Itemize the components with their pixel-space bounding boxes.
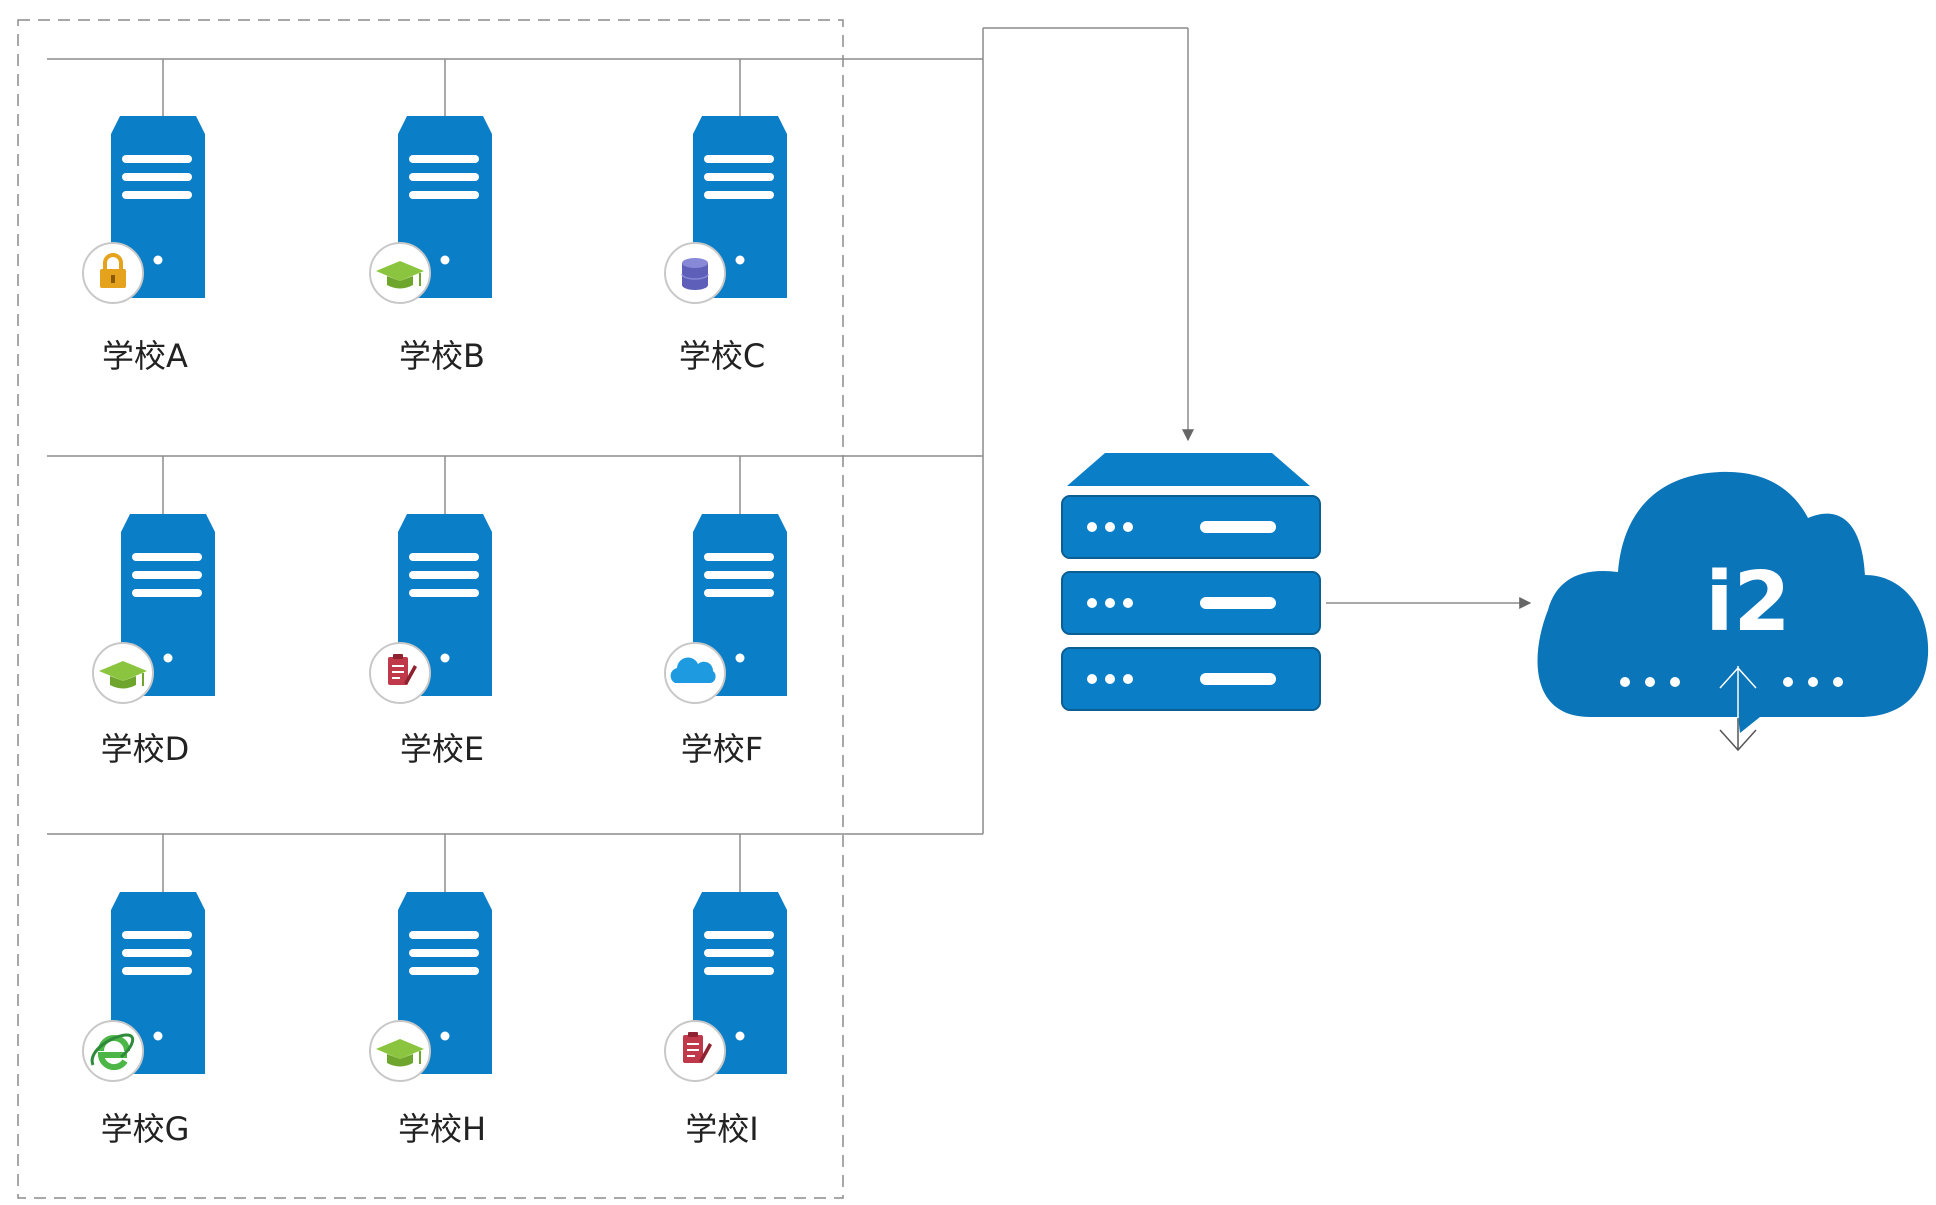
cloud-dots-left — [1620, 677, 1680, 687]
school-node-i[interactable]: 学校I — [664, 892, 787, 1148]
cloud-title: i2 — [1705, 555, 1790, 650]
school-node-f[interactable]: 学校F — [664, 514, 787, 768]
document-edit-icon — [664, 1020, 726, 1082]
lock-icon — [82, 242, 144, 304]
school-label-e: 学校E — [400, 730, 484, 768]
cloud-dots-right — [1783, 677, 1843, 687]
school-label-d: 学校D — [101, 730, 190, 768]
internet-explorer-icon — [82, 1020, 144, 1082]
school-node-e[interactable]: 学校E — [369, 514, 492, 768]
school-node-a[interactable]: 学校A — [82, 116, 205, 375]
school-label-i: 学校I — [685, 1110, 758, 1148]
central-rack-server[interactable] — [1061, 453, 1321, 711]
graduation-cap-icon — [369, 1020, 431, 1082]
i2-cloud[interactable]: i2 — [1537, 471, 1929, 752]
school-label-f: 学校F — [681, 730, 763, 768]
school-label-a: 学校A — [102, 337, 188, 375]
school-node-d[interactable]: 学校D — [92, 514, 215, 768]
document-edit-icon — [369, 642, 431, 704]
school-label-g: 学校G — [101, 1110, 190, 1148]
connection-lines — [47, 27, 1532, 892]
bidirectional-arrow-icon — [1719, 666, 1757, 752]
rack-server-unit-1 — [1061, 495, 1321, 559]
school-label-h: 学校H — [398, 1110, 486, 1148]
school-node-h[interactable]: 学校H — [369, 892, 492, 1148]
rack-server-roof — [1067, 453, 1310, 486]
school-node-c[interactable]: 学校C — [664, 116, 787, 375]
school-node-b[interactable]: 学校B — [369, 116, 492, 375]
rack-server-unit-2 — [1061, 571, 1321, 635]
school-label-c: 学校C — [679, 337, 765, 375]
school-node-g[interactable]: 学校G — [82, 892, 205, 1148]
graduation-cap-icon — [369, 242, 431, 304]
graduation-cap-icon — [92, 642, 154, 704]
rack-server-unit-3 — [1061, 647, 1321, 711]
database-icon — [664, 242, 726, 304]
cloud-icon — [664, 642, 726, 704]
school-label-b: 学校B — [399, 337, 485, 375]
cloud-shape — [1537, 471, 1929, 733]
